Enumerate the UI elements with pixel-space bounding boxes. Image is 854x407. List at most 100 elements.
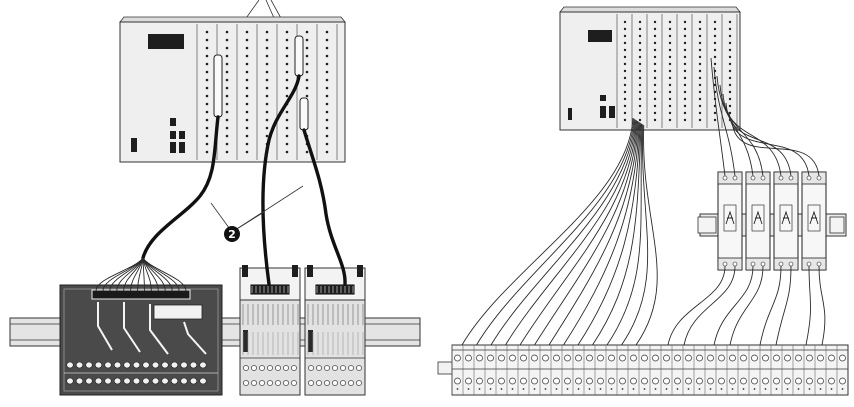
io-point	[265, 118, 269, 122]
terminal-screw	[243, 380, 249, 386]
terminal-screw	[795, 377, 802, 385]
io-point	[245, 134, 249, 138]
status-indicator	[568, 108, 572, 120]
io-point	[638, 104, 642, 108]
io-point	[325, 30, 329, 34]
io-point	[285, 118, 289, 122]
io-point	[698, 76, 702, 80]
relay-top-cap	[745, 171, 771, 185]
io-point	[638, 83, 642, 87]
io-point	[623, 83, 627, 87]
terminal-screw	[170, 361, 179, 369]
terminal-marker	[555, 388, 558, 390]
io-point	[305, 86, 309, 90]
terminal-screw	[608, 377, 615, 385]
terminal-marker	[500, 388, 503, 390]
io-point	[325, 38, 329, 42]
cable-fan-out	[95, 257, 187, 292]
terminal-marker	[764, 388, 767, 390]
terminal-marker	[797, 388, 800, 390]
terminal-screw	[784, 377, 791, 385]
io-point	[205, 78, 209, 82]
pcb-trace	[123, 302, 141, 353]
relay-bottom-cap	[745, 257, 771, 271]
wire	[548, 121, 639, 346]
terminal-screw	[356, 365, 362, 371]
io-point	[265, 94, 269, 98]
terminal-screw	[520, 377, 527, 385]
module-detail	[305, 286, 365, 386]
terminal-screw	[487, 377, 494, 385]
io-point	[683, 118, 687, 122]
wire	[563, 122, 640, 346]
terminal-screw	[75, 361, 84, 369]
io-point	[205, 134, 209, 138]
io-point	[653, 76, 657, 80]
io-point	[683, 90, 687, 94]
relay-terminal	[806, 261, 812, 267]
cpu-display	[148, 34, 184, 49]
io-point	[623, 48, 627, 52]
wire	[775, 265, 792, 346]
io-point	[225, 30, 229, 34]
io-point	[698, 69, 702, 73]
io-point	[728, 20, 732, 24]
io-point	[265, 134, 269, 138]
io-point	[638, 34, 642, 38]
status-indicator	[179, 142, 185, 153]
io-point	[225, 102, 229, 106]
io-point	[653, 90, 657, 94]
io-point	[638, 97, 642, 101]
terminal-screw	[151, 377, 160, 385]
cpu-display	[588, 30, 612, 42]
front-plug-a	[213, 54, 223, 118]
io-point	[305, 78, 309, 82]
terminal-screw	[795, 354, 802, 362]
io-point	[653, 104, 657, 108]
io-point	[205, 118, 209, 122]
io-point	[698, 34, 702, 38]
status-indicator	[600, 106, 606, 118]
terminal-screw	[132, 361, 141, 369]
terminal-screw	[476, 354, 483, 362]
terminal-screw	[180, 377, 188, 385]
terminal-screw	[75, 377, 84, 385]
io-point	[325, 142, 329, 146]
io-point	[265, 38, 269, 42]
callout-2: 2	[210, 185, 304, 242]
terminal-screw	[104, 361, 112, 369]
io-point	[668, 104, 672, 108]
io-point	[623, 62, 627, 66]
io-point	[653, 27, 657, 31]
terminal-marker	[522, 388, 525, 390]
io-point	[265, 54, 269, 58]
io-point	[683, 34, 687, 38]
terminal-screw	[806, 377, 813, 385]
wire	[710, 57, 726, 177]
wire	[461, 117, 634, 346]
wire	[505, 119, 637, 346]
relay-window	[779, 204, 793, 232]
terminal-marker	[687, 388, 690, 390]
terminal-screw	[104, 377, 112, 385]
io-point	[668, 27, 672, 31]
terminal-screw	[685, 377, 692, 385]
io-point	[245, 150, 249, 154]
io-point	[285, 46, 289, 50]
terminal-screw	[189, 377, 198, 385]
io-point	[713, 27, 717, 31]
terminal-screw	[465, 377, 472, 385]
terminal-screw	[740, 377, 747, 385]
io-point	[245, 78, 249, 82]
relay-contact-symbol	[753, 210, 763, 225]
io-point	[653, 111, 657, 115]
terminal-screw	[454, 354, 461, 362]
terminal-screw	[180, 361, 188, 369]
io-point	[638, 27, 642, 31]
terminal-screw	[729, 354, 736, 362]
io-point	[668, 76, 672, 80]
io-point	[713, 48, 717, 52]
io-point	[225, 110, 229, 114]
io-point	[683, 83, 687, 87]
